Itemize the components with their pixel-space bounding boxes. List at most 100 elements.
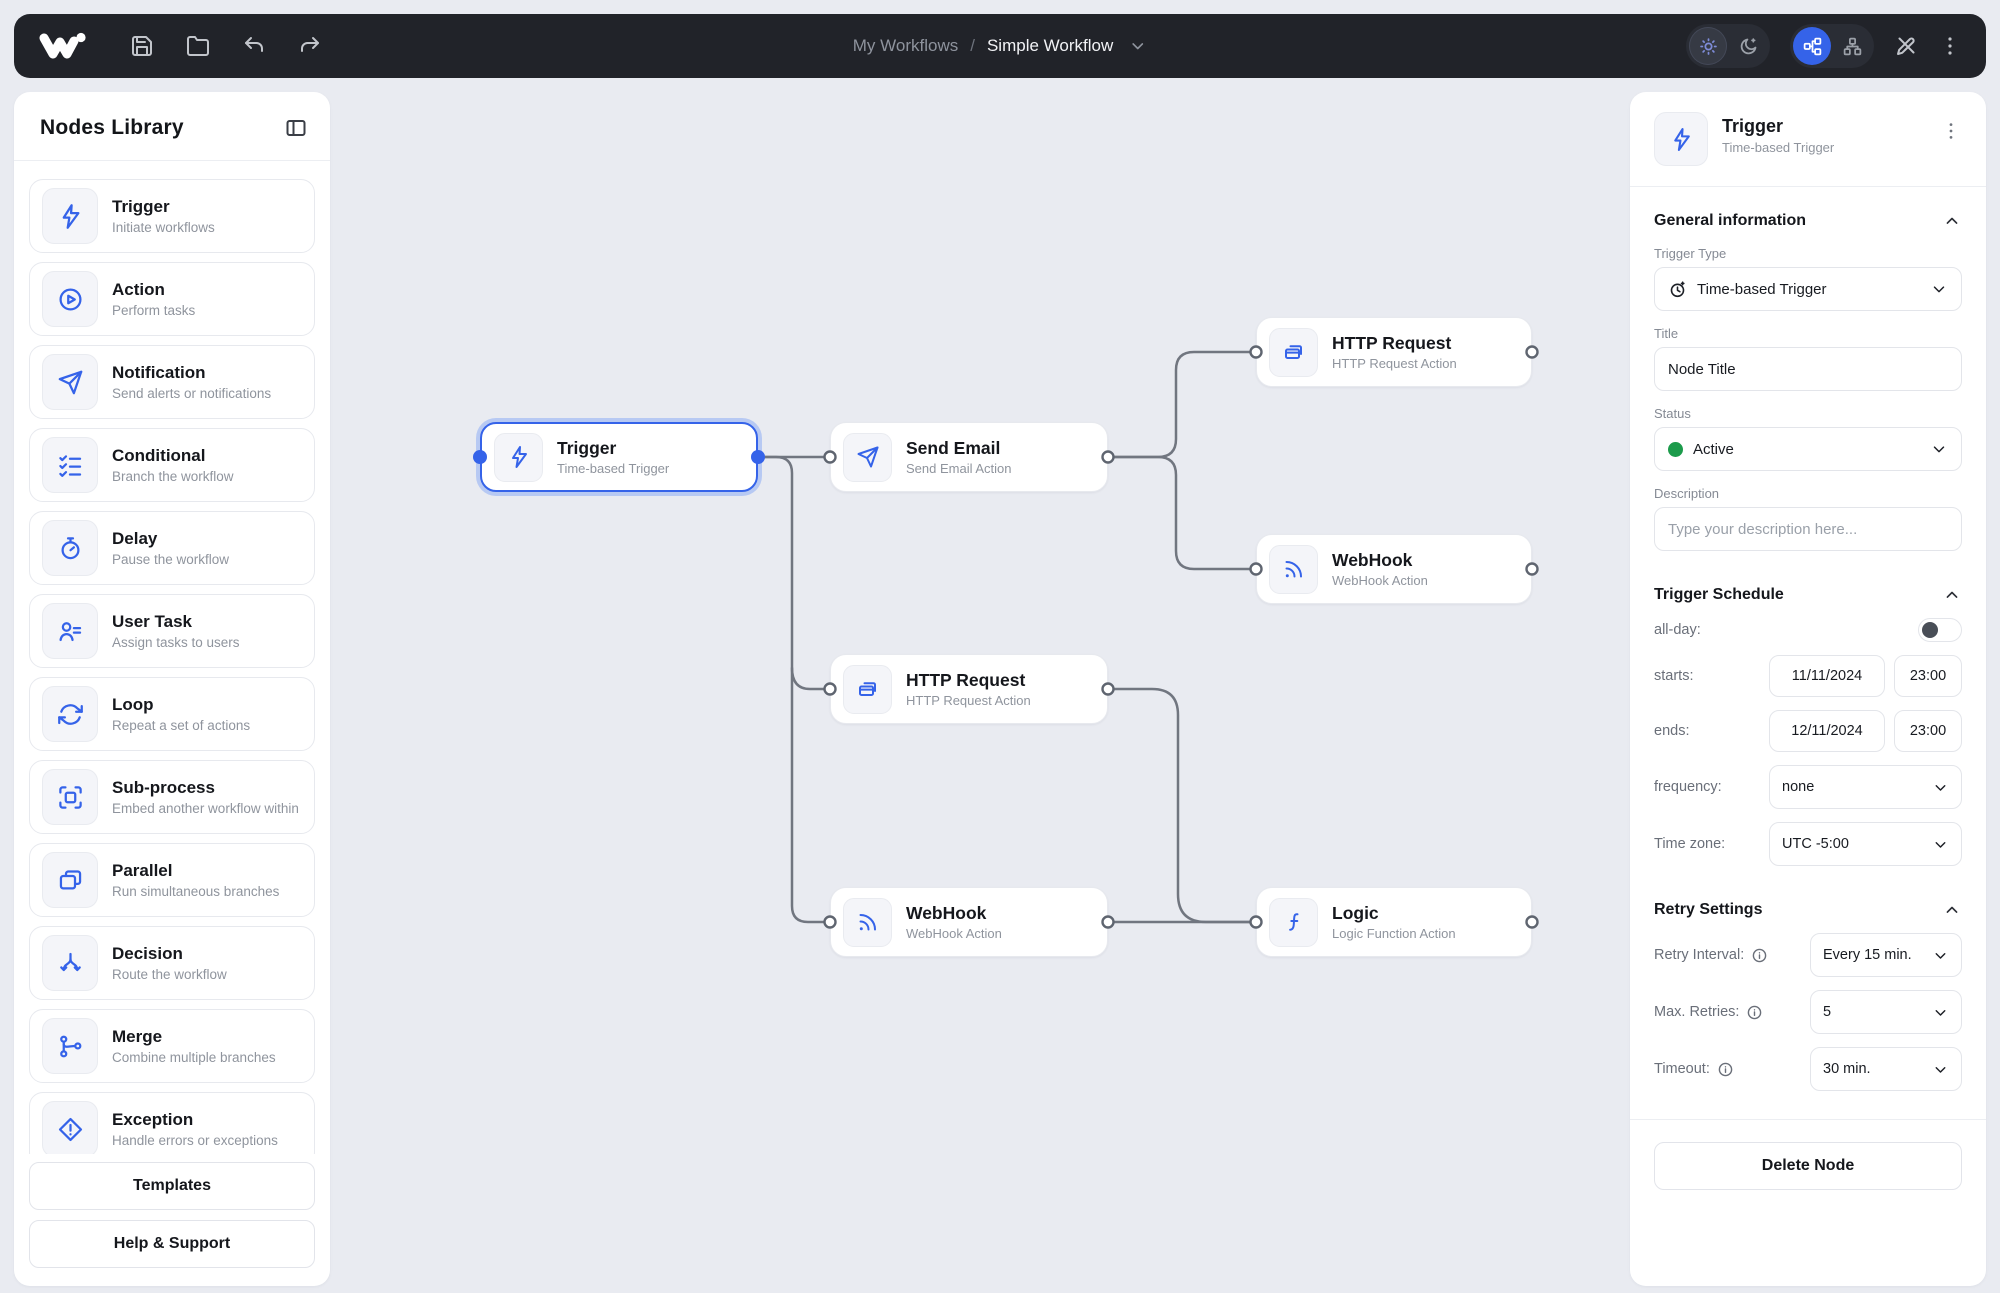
title-label: Title <box>1654 326 1679 341</box>
item-subtitle: Branch the workflow <box>112 469 234 484</box>
timeout-label: Timeout: <box>1654 1061 1710 1077</box>
ends-time-input[interactable]: 23:00 <box>1894 710 1962 752</box>
item-title: Notification <box>112 363 206 382</box>
delete-node-button[interactable]: Delete Node <box>1654 1142 1962 1190</box>
item-subtitle: Initiate workflows <box>112 220 215 235</box>
chevron-up-icon[interactable] <box>1942 211 1962 231</box>
redo-icon[interactable] <box>298 34 322 58</box>
app-logo-icon <box>39 32 86 59</box>
max-retries-select[interactable]: 5 <box>1810 990 1962 1034</box>
checklist-icon <box>42 437 98 493</box>
undo-icon[interactable] <box>242 34 266 58</box>
chevron-up-icon[interactable] <box>1942 900 1962 920</box>
light-mode-button[interactable] <box>1689 27 1727 65</box>
info-icon[interactable] <box>1717 1061 1734 1078</box>
split-arrows-icon <box>42 935 98 991</box>
node-subtitle: Send Email Action <box>906 461 1012 476</box>
browser-stack-icon <box>1269 327 1318 377</box>
status-select[interactable]: Active <box>1654 427 1962 471</box>
section-retry-settings[interactable]: Retry Settings <box>1654 900 1962 920</box>
ends-label: ends: <box>1654 723 1690 739</box>
ends-date-input[interactable]: 12/11/2024 <box>1769 710 1885 752</box>
section-general-information[interactable]: General information <box>1654 211 1962 231</box>
item-subtitle: Embed another workflow within <box>112 801 299 816</box>
starts-time-input[interactable]: 23:00 <box>1894 655 1962 697</box>
retry-interval-label: Retry Interval: <box>1654 947 1745 963</box>
pen-off-icon[interactable] <box>1894 34 1918 58</box>
trigger-type-value: Time-based Trigger <box>1697 280 1827 298</box>
description-input[interactable] <box>1654 507 1962 551</box>
browser-stack-icon <box>843 664 892 714</box>
help-support-button[interactable]: Help & Support <box>29 1220 315 1268</box>
horizontal-layout-icon <box>1803 37 1821 55</box>
folder-icon[interactable] <box>186 34 210 58</box>
all-day-toggle[interactable] <box>1918 618 1962 642</box>
stopwatch-icon <box>42 520 98 576</box>
all-day-label: all-day: <box>1654 622 1701 638</box>
node-title: WebHook <box>906 903 987 923</box>
trigger-type-select[interactable]: Time-based Trigger <box>1654 267 1962 311</box>
edge-httpmid-logic <box>1106 687 1258 924</box>
chevron-up-icon[interactable] <box>1942 585 1962 605</box>
breadcrumb-current[interactable]: Simple Workflow <box>986 36 1114 55</box>
clock-icon <box>1670 280 1685 297</box>
templates-button[interactable]: Templates <box>29 1162 315 1210</box>
section-trigger-schedule[interactable]: Trigger Schedule <box>1654 585 1962 605</box>
item-subtitle: Run simultaneous branches <box>112 884 280 899</box>
save-icon[interactable] <box>130 34 154 58</box>
info-icon[interactable] <box>1751 947 1768 964</box>
sun-icon <box>1699 37 1717 55</box>
frequency-select[interactable]: none <box>1769 765 1962 809</box>
info-icon[interactable] <box>1746 1004 1763 1021</box>
item-title: Loop <box>112 695 154 714</box>
node-subtitle: WebHook Action <box>1332 573 1428 588</box>
dark-mode-button[interactable] <box>1729 27 1767 65</box>
item-subtitle: Route the workflow <box>112 967 227 982</box>
status-value: Active <box>1693 440 1734 458</box>
retry-interval-select[interactable]: Every 15 min. <box>1810 933 1962 977</box>
item-title: Merge <box>112 1027 163 1046</box>
description-label: Description <box>1654 486 1720 501</box>
timezone-select[interactable]: UTC -5:00 <box>1769 822 1962 866</box>
max-retries-value: 5 <box>1823 1004 1832 1020</box>
more-options-icon[interactable] <box>1940 120 1962 142</box>
starts-date-input[interactable]: 11/11/2024 <box>1769 655 1885 697</box>
chevron-down-icon[interactable] <box>1127 36 1147 56</box>
timeout-select[interactable]: 30 min. <box>1810 1047 1962 1091</box>
item-subtitle: Assign tasks to users <box>112 635 240 650</box>
breadcrumb-parent[interactable]: My Workflows <box>852 36 959 55</box>
horizontal-layout-button[interactable] <box>1793 27 1831 65</box>
node-subtitle: Time-based Trigger <box>557 461 670 476</box>
vertical-layout-button[interactable] <box>1833 27 1871 65</box>
panel-collapse-icon[interactable] <box>284 116 308 140</box>
sidebar-footer: Templates Help & Support <box>14 1154 330 1286</box>
starts-row: starts: 11/11/2024 23:00 <box>1654 655 1962 697</box>
breadcrumb: My Workflows / Simple Workflow <box>853 36 1148 56</box>
title-input[interactable] <box>1654 347 1962 391</box>
breadcrumb-separator: / <box>970 36 975 55</box>
layers-icon <box>42 852 98 908</box>
all-day-row: all-day: <box>1654 618 1962 642</box>
status-label: Status <box>1654 406 1691 421</box>
more-options-icon[interactable] <box>1938 34 1962 58</box>
node-title: Trigger <box>557 438 617 458</box>
